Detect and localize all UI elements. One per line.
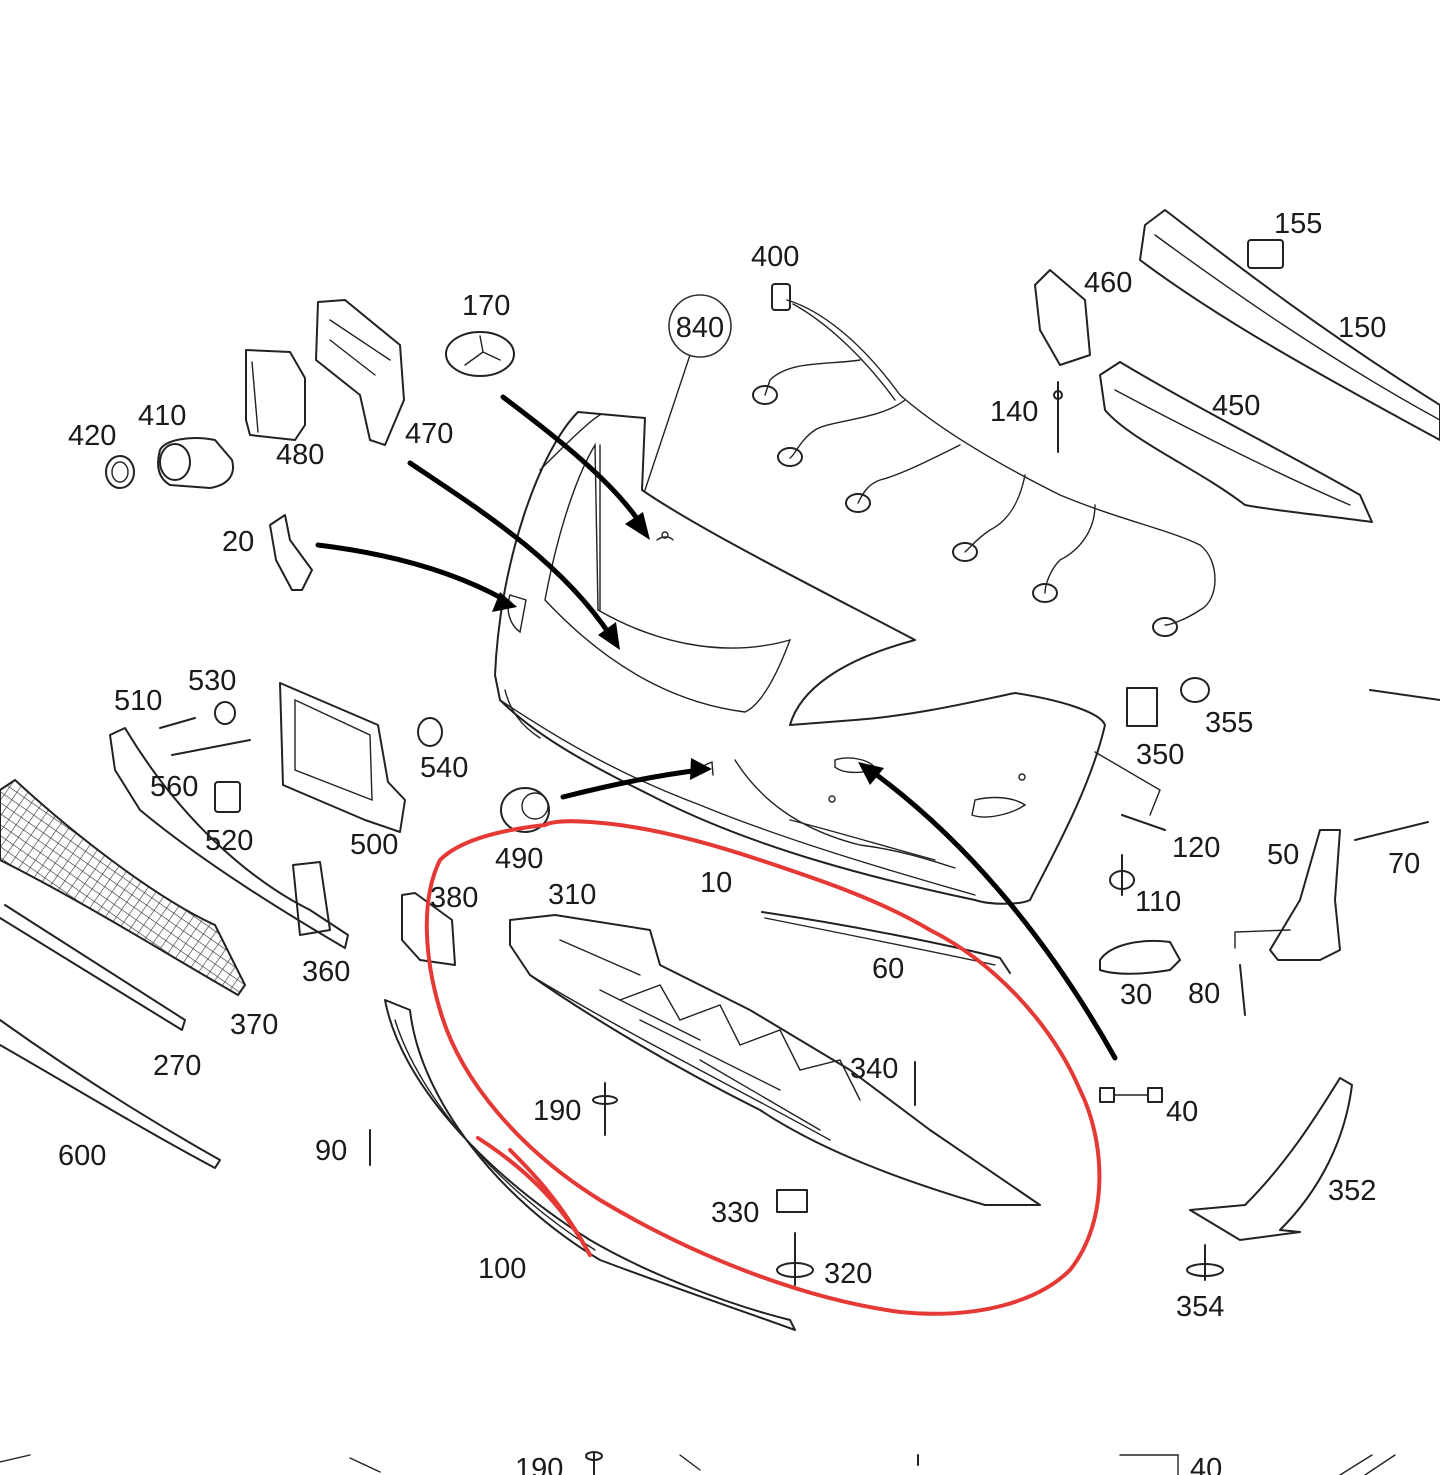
label-450: 450 — [1212, 390, 1260, 422]
label-80: 80 — [1188, 978, 1220, 1010]
label-100: 100 — [478, 1253, 526, 1285]
underbody-panel-310-part — [509, 914, 1041, 1206]
label-354: 354 — [1176, 1291, 1224, 1323]
label-50: 50 — [1267, 839, 1299, 871]
star-emblem-part — [445, 331, 515, 377]
cover-30-part — [1099, 939, 1181, 975]
label-330: 330 — [711, 1197, 759, 1229]
label-30: 30 — [1120, 979, 1152, 1011]
label-270: 270 — [153, 1050, 201, 1082]
small-fasteners-part — [369, 677, 1440, 1286]
label-340: 340 — [850, 1053, 898, 1085]
label-140: 140 — [990, 396, 1038, 428]
callout-840-label: 840 — [676, 312, 724, 344]
label-320: 320 — [824, 1258, 872, 1290]
label-540: 540 — [420, 752, 468, 784]
sensor-holder-490-part — [500, 787, 550, 833]
label-560: 560 — [150, 771, 198, 803]
label-40: 40 — [1166, 1096, 1198, 1128]
clip-20-part — [269, 514, 313, 591]
label-380: 380 — [430, 882, 478, 914]
spoiler-lip-100-part — [384, 999, 796, 1331]
label-460: 460 — [1084, 267, 1132, 299]
spring-clip-40-part — [1099, 1087, 1163, 1103]
bracket-380-part — [401, 892, 456, 966]
label-510: 510 — [114, 685, 162, 717]
part-labels: 10 20 30 40 50 60 70 80 90 100 110 120 1… — [58, 208, 1420, 1323]
assembly-arrow-icon — [315, 394, 1118, 1061]
label-90: 90 — [315, 1135, 347, 1167]
label-470: 470 — [405, 418, 453, 450]
bumper-cover-part — [494, 411, 1106, 905]
label-500: 500 — [350, 829, 398, 861]
bracket-352-part — [1189, 1077, 1353, 1241]
ring-420-part — [105, 455, 135, 489]
leader-lines — [644, 354, 1291, 949]
label-530: 530 — [188, 665, 236, 697]
label-355: 355 — [1205, 707, 1253, 739]
strip-label-40: 40 — [1190, 1453, 1222, 1475]
label-150: 150 — [1338, 312, 1386, 344]
next-page-strip: 190 40 — [0, 1451, 1396, 1475]
carrier-360-part — [109, 727, 349, 949]
label-410: 410 — [138, 400, 186, 432]
wiring-harness-part — [752, 283, 1216, 637]
control-unit-480-part — [245, 349, 306, 441]
label-480: 480 — [276, 439, 324, 471]
label-10: 10 — [700, 867, 732, 899]
bracket-470-part — [315, 299, 405, 446]
label-360: 360 — [302, 956, 350, 988]
label-120: 120 — [1172, 832, 1220, 864]
label-190: 190 — [533, 1095, 581, 1127]
label-155: 155 — [1274, 208, 1322, 240]
highlight-marker — [424, 819, 1102, 1316]
label-170: 170 — [462, 290, 510, 322]
sensor-410-part — [157, 437, 234, 489]
trim-strip-600-part — [0, 1019, 221, 1169]
grille-mesh-part — [0, 778, 247, 997]
label-352: 352 — [1328, 1175, 1376, 1207]
label-370: 370 — [230, 1009, 278, 1041]
upper-beam-part — [1034, 209, 1440, 523]
label-310: 310 — [548, 879, 596, 911]
plate-500-part — [279, 682, 406, 833]
label-490: 490 — [495, 843, 543, 875]
sensor-connector-icon — [752, 385, 1178, 637]
bracket-50-part — [1269, 829, 1341, 961]
label-600: 600 — [58, 1140, 106, 1172]
fastener-set-part — [159, 701, 443, 813]
label-350: 350 — [1136, 739, 1184, 771]
trim-strip-270-part — [0, 904, 186, 1031]
callout-840-circle: 840 — [668, 294, 732, 358]
label-400: 400 — [751, 241, 799, 273]
label-70: 70 — [1388, 848, 1420, 880]
label-520: 520 — [205, 825, 253, 857]
label-110: 110 — [1135, 886, 1181, 918]
strip-label-190: 190 — [515, 1453, 563, 1475]
label-420: 420 — [68, 420, 116, 452]
label-20: 20 — [222, 526, 254, 558]
label-60: 60 — [872, 953, 904, 985]
